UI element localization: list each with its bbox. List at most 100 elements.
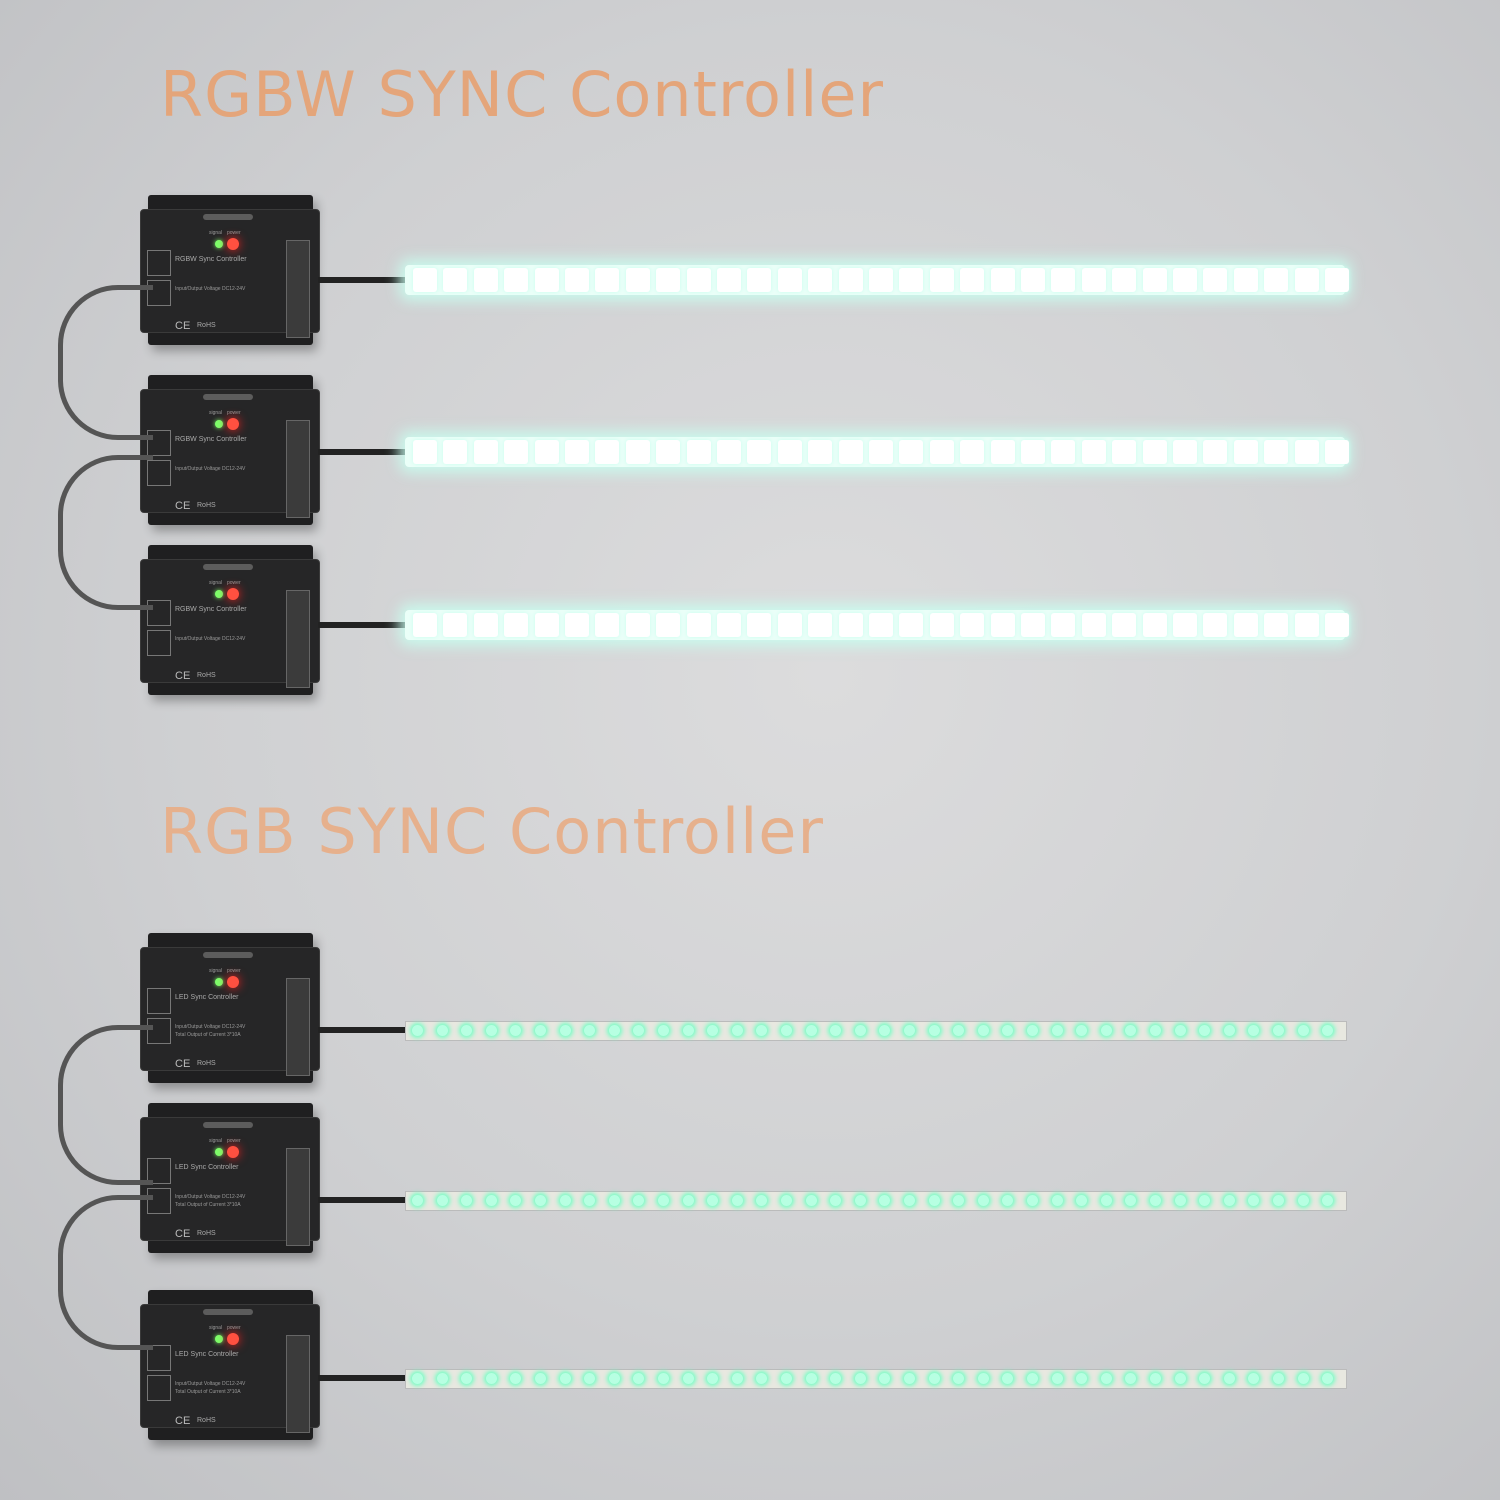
controller-body: signal power LED Sync Controller Input/O… xyxy=(140,947,320,1076)
led-chip xyxy=(707,1195,719,1206)
led-chip xyxy=(608,1025,620,1036)
voltage-text: Input/Output Voltage DC12-24V xyxy=(175,466,246,472)
controller-body: signal power RGBW Sync Controller Input/… xyxy=(140,559,320,688)
led-chip xyxy=(535,1025,546,1036)
led-chip xyxy=(928,1195,940,1206)
output-cable xyxy=(318,277,408,283)
led-chip xyxy=(747,440,772,464)
terminal-block xyxy=(286,978,310,1076)
power-label: power xyxy=(227,1325,241,1331)
led-chip xyxy=(990,440,1015,464)
led-chip xyxy=(731,1025,743,1036)
led-chip xyxy=(633,1025,645,1036)
terminal-block xyxy=(286,590,310,688)
led-chip xyxy=(1233,613,1258,637)
led-chip xyxy=(1142,268,1167,292)
led-chip xyxy=(1100,1373,1112,1384)
controller-name: LED Sync Controller xyxy=(175,1351,239,1358)
led-chip xyxy=(608,1373,620,1384)
power-label: power xyxy=(227,968,241,974)
led-chip xyxy=(1125,1373,1137,1384)
voltage-text: Input/Output Voltage DC12-24V xyxy=(175,1194,246,1200)
led-chip xyxy=(781,1373,792,1384)
signal-label: signal xyxy=(209,968,223,974)
led-chip xyxy=(436,1195,448,1206)
led-chip xyxy=(1081,268,1106,292)
led-chip xyxy=(625,440,650,464)
rj45-port-in[interactable] xyxy=(147,988,171,1014)
controller-name: LED Sync Controller xyxy=(175,994,239,1001)
led-chip xyxy=(869,613,893,637)
rj45-port-out[interactable] xyxy=(147,1375,171,1401)
led-chip xyxy=(1223,1195,1235,1206)
led-chip xyxy=(461,1195,473,1206)
led-chip xyxy=(1264,268,1289,292)
led-chip xyxy=(1325,613,1349,637)
sync-link-cable xyxy=(58,1195,153,1350)
led-chip xyxy=(413,440,437,464)
ce-mark: CE xyxy=(175,1415,191,1427)
led-chip xyxy=(960,613,985,637)
led-chip xyxy=(953,1195,965,1206)
signal-led-icon xyxy=(215,590,223,598)
controller-body: signal power RGBW Sync Controller Input/… xyxy=(140,389,320,518)
led-chip xyxy=(1051,1025,1063,1036)
led-chip xyxy=(756,1373,768,1384)
led-chip xyxy=(805,1025,817,1036)
voltage-text: Input/Output Voltage DC12-24V xyxy=(175,636,246,642)
led-chip xyxy=(977,1025,989,1036)
rohs-mark: RoHS xyxy=(197,1060,216,1067)
led-chip xyxy=(838,268,863,292)
current-text: Total Output of Current 3*10A xyxy=(175,1202,241,1208)
led-chip xyxy=(1051,440,1076,464)
led-chip xyxy=(904,1373,915,1384)
led-chip xyxy=(1294,613,1319,637)
led-chip xyxy=(534,268,559,292)
led-chip xyxy=(1199,1373,1211,1384)
led-chip xyxy=(869,440,893,464)
led-chip xyxy=(990,613,1015,637)
led-chip xyxy=(1297,1195,1309,1206)
led-chip xyxy=(1233,440,1258,464)
ce-mark: CE xyxy=(175,500,191,512)
led-chip xyxy=(412,1373,423,1384)
led-chip xyxy=(1112,440,1137,464)
led-chip xyxy=(838,613,863,637)
terminal-block xyxy=(286,420,310,518)
sync-link-cable xyxy=(58,285,153,440)
led-chip xyxy=(990,268,1015,292)
led-chip xyxy=(830,1025,842,1036)
led-chip xyxy=(1027,1195,1038,1206)
led-chip xyxy=(1125,1025,1137,1036)
led-chip xyxy=(535,1373,546,1384)
ce-mark: CE xyxy=(175,320,191,332)
led-chip xyxy=(1273,1373,1284,1384)
rgb-heading: RGB SYNC Controller xyxy=(160,795,824,868)
rgbw-led-strip xyxy=(405,265,1349,295)
rj45-port-in[interactable] xyxy=(147,250,171,276)
controller-name: RGBW Sync Controller xyxy=(175,256,247,263)
led-chip xyxy=(929,613,954,637)
sync-link-cable xyxy=(58,455,153,610)
rgbw-sync-controller: signal power RGBW Sync Controller Input/… xyxy=(140,545,320,695)
led-chip xyxy=(707,1373,719,1384)
led-chip xyxy=(1297,1373,1309,1384)
led-chip xyxy=(777,268,802,292)
rj45-port-in[interactable] xyxy=(147,1345,171,1371)
led-chip xyxy=(960,268,985,292)
led-chip xyxy=(656,268,681,292)
controller-body: signal power LED Sync Controller Input/O… xyxy=(140,1304,320,1433)
led-chip xyxy=(473,613,498,637)
power-led-icon xyxy=(227,1333,239,1345)
rj45-port-in[interactable] xyxy=(147,430,171,456)
led-chip xyxy=(1150,1195,1161,1206)
rj45-port-out[interactable] xyxy=(147,630,171,656)
led-chip xyxy=(1051,613,1076,637)
controller-name: LED Sync Controller xyxy=(175,1164,239,1171)
led-chip xyxy=(1027,1025,1038,1036)
led-chip xyxy=(899,613,924,637)
rj45-port-in[interactable] xyxy=(147,600,171,626)
led-chip xyxy=(1173,440,1197,464)
led-chip xyxy=(747,613,772,637)
led-chip xyxy=(625,268,650,292)
